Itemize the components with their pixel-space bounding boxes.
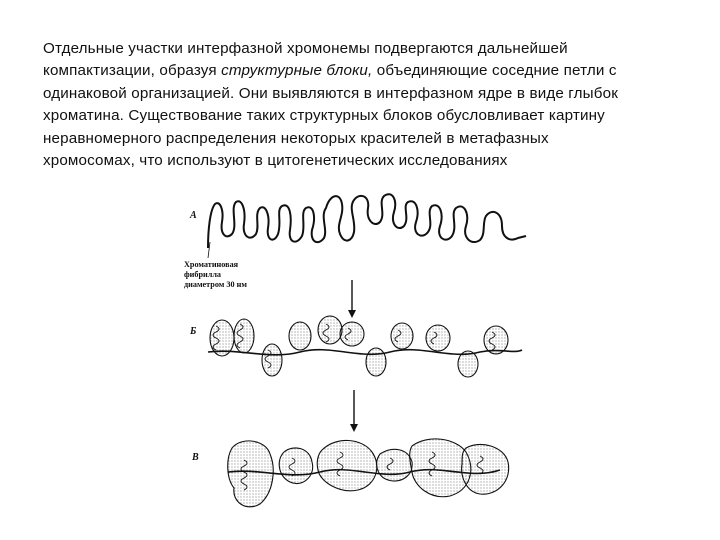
caption-pointer-line [207, 241, 211, 259]
term-structural-blocks: структурные блоки, [221, 62, 373, 80]
stage-c-blocks [227, 438, 510, 508]
paragraph-part2: объединяющие соседние петли с одинаковой… [43, 62, 618, 170]
stage-b-label: Б [190, 326, 197, 337]
stage-a-loop-fibril [207, 193, 527, 249]
fibril-caption: Хроматиновая фибрилла диаметром 30 нм [184, 260, 247, 290]
paragraph-part1: Отдельные участки интерфазной хромонемы … [43, 40, 568, 80]
paragraph-text: Отдельные участки интерфазной хромонемы … [43, 38, 643, 172]
stage-a-label: А [190, 210, 197, 221]
stage-b-blocks [209, 315, 509, 378]
fibril-caption-line3: диаметром 30 нм [184, 280, 247, 289]
figure-drawing [207, 193, 527, 508]
stage-c-block-coils [240, 451, 484, 491]
arrow-b-to-c-head [350, 424, 358, 432]
stage-c-label: В [192, 452, 199, 463]
body-paragraph: Отдельные участки интерфазной хромонемы … [43, 38, 643, 172]
fibril-caption-line1: Хроматиновая [184, 260, 239, 269]
chromatin-compaction-figure: А Б В Хроматиновая фибрилла диаметром 30… [180, 190, 540, 525]
fibril-caption-line2: фибрилла [184, 270, 222, 279]
stage-b-block-coils [212, 323, 496, 369]
arrow-a-to-b-head [348, 310, 356, 318]
